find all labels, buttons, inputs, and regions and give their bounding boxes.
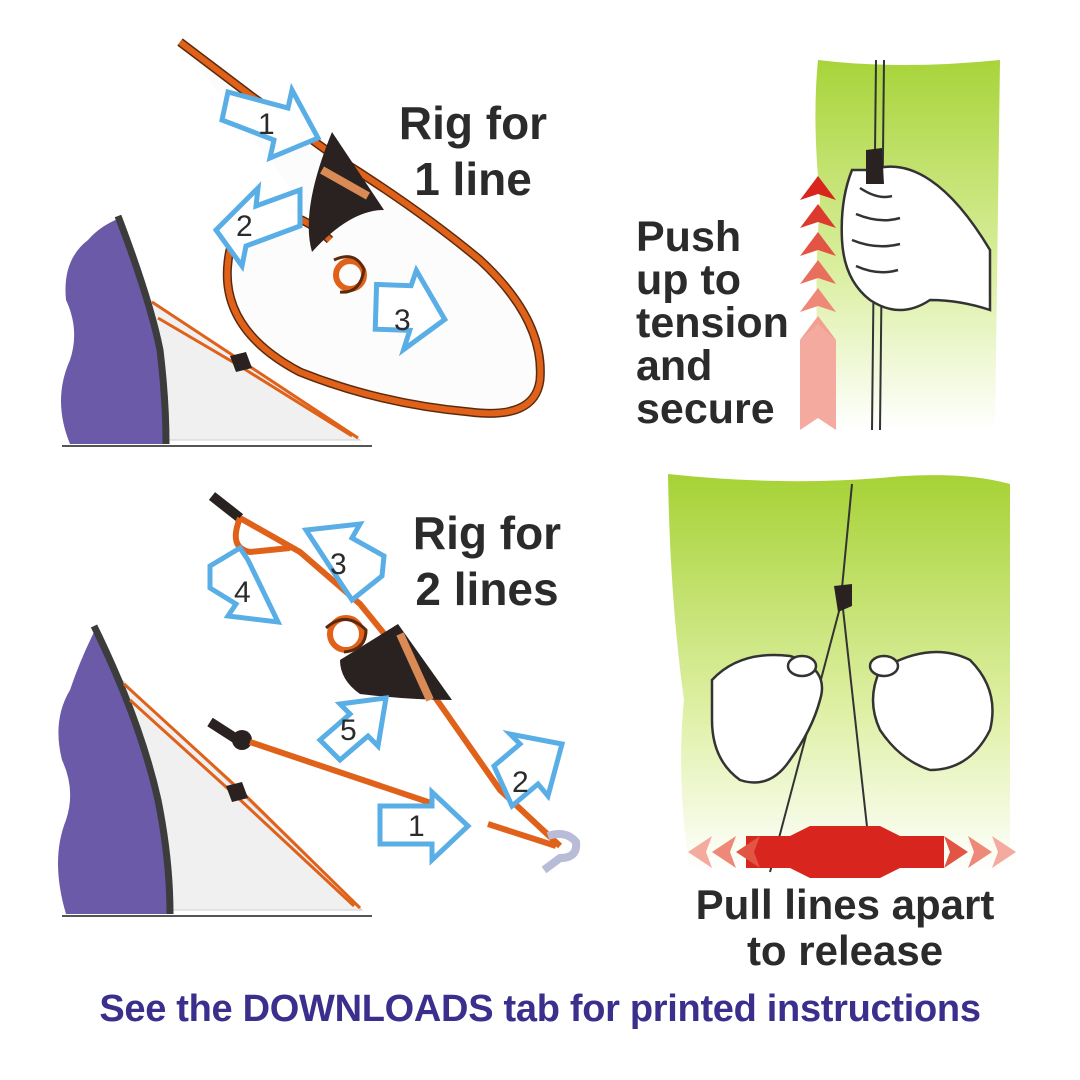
line-cleat-icon (834, 584, 852, 612)
step-arrow-2 (212, 181, 303, 273)
main-line (249, 739, 441, 809)
top-sail-group (61, 214, 372, 447)
sail-edge (114, 214, 170, 445)
step-number-2: 2 (236, 210, 253, 243)
top-heading: Rig for 1 line (378, 100, 568, 202)
pull-arrow-icon (688, 826, 1016, 878)
bottom-heading-line2: 2 lines (415, 563, 559, 615)
step-arrows-bottom (207, 520, 566, 866)
step-numbers: 1 2 3 1 2 3 4 5 (234, 108, 529, 843)
footer-note: See the DOWNLOADS tab for printed instru… (99, 988, 981, 1030)
push-line: tension (636, 299, 789, 347)
knot-detail (333, 255, 366, 294)
push-line: and (636, 342, 713, 390)
knot-detail (324, 618, 368, 654)
step-number-1: 1 (258, 108, 275, 141)
step-arrow-2 (490, 730, 566, 811)
line-cleat-icon (308, 132, 384, 252)
line-strand (841, 483, 853, 589)
bottom-heading: Rig for 2 lines (392, 510, 582, 612)
step-arrows-top (212, 82, 449, 357)
line-cleat-icon (866, 148, 884, 184)
hand-icon (710, 650, 994, 784)
push-instructions: Push up to tension and secure (636, 216, 806, 431)
loop-line (232, 516, 291, 556)
step-arrow-4 (207, 544, 283, 626)
push-line: Push (636, 213, 742, 261)
line-end (208, 492, 244, 522)
kite-sail-icon (61, 218, 168, 444)
knot (232, 730, 252, 750)
line-cleat-icon (340, 624, 452, 700)
step-number-5: 5 (340, 714, 357, 747)
line-cleat-icon (226, 782, 248, 802)
kite-sail-icon (58, 628, 172, 914)
push-arrow-icon (800, 176, 836, 430)
top-heading-line2: 1 line (414, 153, 532, 205)
pull-line: to release (746, 927, 944, 974)
step-arrow-3 (301, 520, 387, 604)
step-number-2: 2 (512, 766, 529, 799)
pull-panel (668, 474, 1016, 878)
step-number-3: 3 (394, 304, 411, 337)
pull-instructions: Pull lines apart to release (670, 882, 1020, 974)
cleat-wrap (396, 632, 434, 702)
step-arrow-1 (377, 786, 472, 866)
step-arrow-5 (316, 695, 390, 764)
step-arrow-3 (372, 264, 449, 357)
cleat-wrap (320, 166, 370, 200)
step-number-3: 3 (330, 548, 347, 581)
top-heading-line1: Rig for (398, 97, 548, 149)
step-number-4: 4 (234, 576, 251, 609)
ring-icon (541, 830, 581, 874)
bottom-heading-line1: Rig for (412, 507, 562, 559)
line-cleat-icon (230, 352, 252, 372)
hand-icon (840, 165, 992, 312)
step-number-1: 1 (408, 810, 425, 843)
bottom-sail-group (58, 624, 372, 917)
push-line: up to (636, 256, 742, 304)
main-line (487, 821, 557, 849)
push-panel (800, 59, 1000, 431)
push-line: secure (636, 385, 775, 433)
step-arrow-1 (219, 82, 322, 163)
pull-line: Pull lines apart (695, 881, 995, 928)
sail-edge (90, 624, 174, 915)
